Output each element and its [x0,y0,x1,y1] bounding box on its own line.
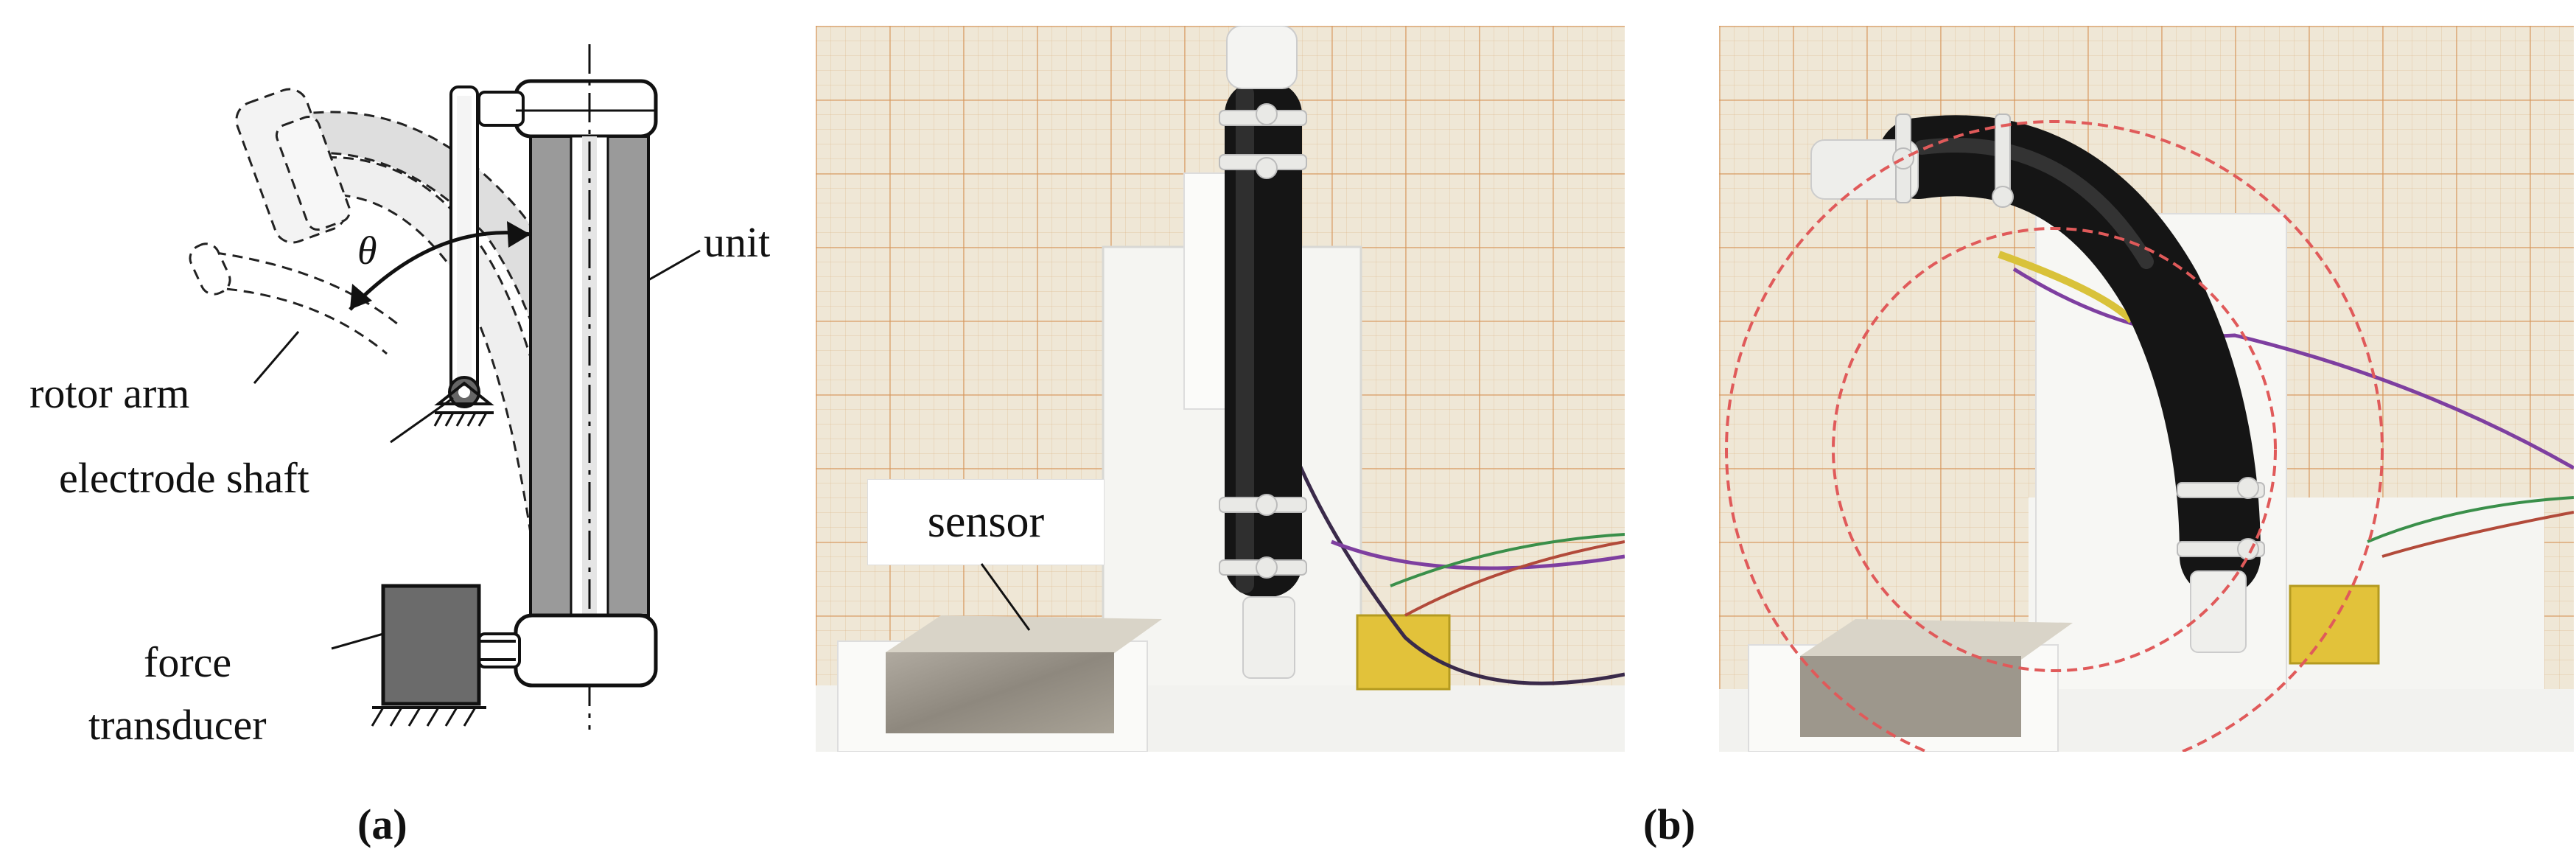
label-electrode-shaft: electrode shaft [59,454,309,502]
sensor-label-box: sensor [867,479,1105,565]
sensor-block-bent [1800,656,2021,737]
photo-bent-actuator [1719,26,2574,752]
schematic-diagram: θ [189,44,701,730]
photo-straight-actuator: sensor [816,26,1625,752]
panel-a: θ unit rotor arm electrode shaft force t… [0,0,811,866]
bottom-cap [514,613,658,688]
label-transducer: transducer [88,701,267,749]
curvature-circle-outer [1725,120,2384,752]
leader-force-transducer [331,632,384,650]
sensor-label: sensor [927,497,1045,547]
label-force: force [144,638,232,686]
leader-sensor [980,563,1031,631]
leader-rotor-arm [253,331,300,384]
top-cap [514,79,658,139]
theta-symbol: θ [357,228,377,273]
caption-b: (b) [1643,800,1695,848]
label-unit: unit [704,218,771,266]
label-rotor-arm: rotor arm [29,369,190,417]
leader-unit [648,249,701,282]
leader-electrode-shaft [390,397,454,444]
curvature-circle-inner [1832,227,2277,672]
caption-a: (a) [357,800,407,848]
sensor-block [886,652,1114,733]
force-transducer-block [381,584,481,706]
theta-arc-arrow [349,231,531,311]
